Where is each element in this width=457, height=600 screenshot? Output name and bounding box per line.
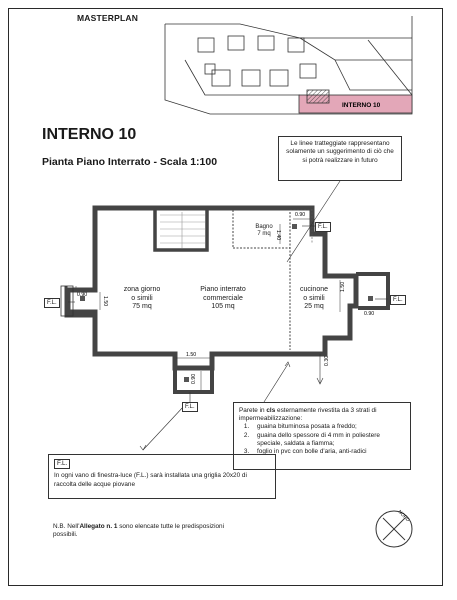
fl-note-head: F.L.: [54, 459, 71, 470]
list-item: guaina bituminosa posata a freddo;: [251, 423, 405, 431]
dim-1-40-bagno: 1.40: [275, 230, 281, 240]
parete-intro: Parete in cls esternamente rivestita da …: [239, 407, 377, 423]
floor-plan: [60, 180, 390, 451]
dim-0-90-right: 0.90: [364, 311, 374, 317]
room-piano-interrato: Piano interrato commerciale 105 mq: [200, 286, 246, 311]
list-item: foglio in pvc con bolle d'aria, anti-rad…: [251, 448, 405, 456]
fl-note-text: In ogni vano di finestra-luce (F.L.) sar…: [54, 472, 247, 488]
dim-0-90-left: 0.90: [77, 292, 87, 298]
room-zona-giorno: zona giorno o simili 75 mq: [123, 286, 161, 311]
fl-tag-top-right: F.L.: [315, 222, 331, 232]
dim-1-50-right: 1.50: [340, 282, 346, 292]
plan-subtitle: Pianta Piano Interrato - Scala 1:100: [42, 156, 218, 168]
fl-tag-bottom: F.L.: [182, 402, 198, 412]
fl-note: F.L. In ogni vano di finestra-luce (F.L.…: [48, 454, 276, 499]
room-bagno: Bagno 7 mq: [255, 224, 273, 238]
dim-0-30: 0.30: [324, 356, 330, 366]
north-label: NORD: [396, 509, 411, 524]
room-cucinone: cucinone o simili 25 mq: [299, 286, 329, 311]
fl-tag-right: F.L.: [390, 295, 406, 305]
dashed-lines-note: Le linee tratteggiate rappresentano sola…: [278, 136, 402, 181]
list-item: guaina dello spessore di 4 mm in poliest…: [251, 432, 405, 448]
page-title: INTERNO 10: [42, 126, 137, 143]
dim-1-50-left: 1.50: [102, 296, 108, 306]
parete-layer-list: guaina bituminosa posata a freddo; guain…: [239, 423, 405, 456]
masterplan-highlight-label: INTERNO 10: [342, 102, 381, 109]
nb-note: N.B. Nell'Allegato n. 1 sono elencate tu…: [53, 523, 225, 539]
dim-1-50-bottom: 1.50: [186, 352, 196, 358]
north-arrow-icon: NORD: [375, 509, 413, 548]
wall-waterproofing-note: Parete in cls esternamente rivestita da …: [233, 402, 411, 470]
dim-0-90-top: 0.90: [295, 212, 305, 218]
masterplan-label: MASTERPLAN: [77, 13, 139, 23]
dim-0-90-bottom: 0.90: [191, 374, 197, 384]
fl-tag-left: F.L.: [44, 298, 60, 308]
